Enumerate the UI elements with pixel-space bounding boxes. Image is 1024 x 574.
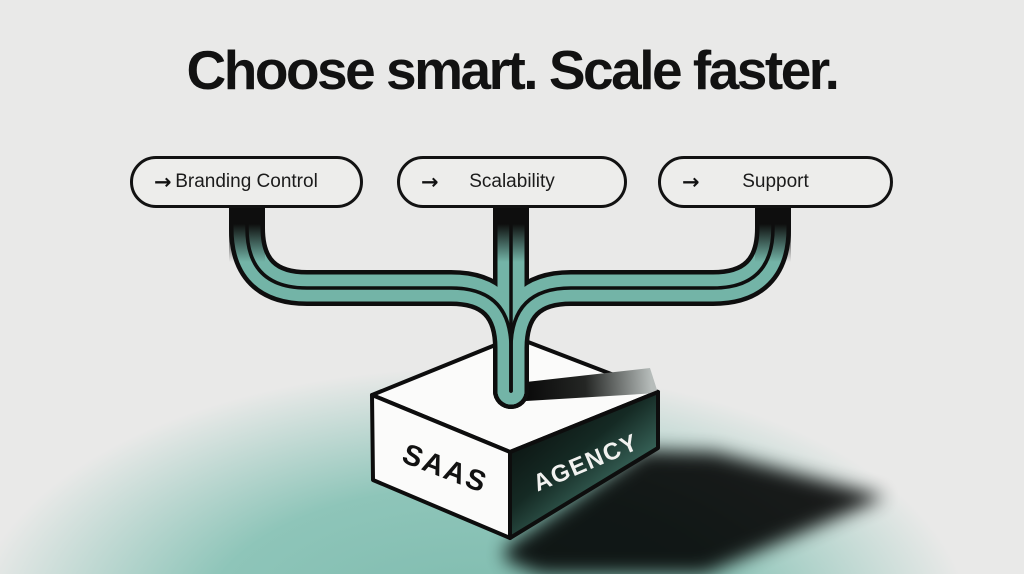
pill-support[interactable]: → Support	[658, 156, 893, 208]
pipe-left-shade	[229, 206, 265, 262]
arrow-right-icon: →	[154, 170, 172, 194]
pill-label: Support	[742, 171, 809, 192]
pipes	[229, 187, 791, 409]
box-top-shadow-stripe	[526, 368, 658, 401]
pill-label: Branding Control	[175, 171, 318, 192]
box-side-face	[508, 390, 660, 540]
pill-scalability[interactable]: → Scalability	[397, 156, 627, 208]
arrow-right-icon: →	[421, 170, 439, 194]
box-cast-shadow	[505, 450, 885, 574]
pipe-center-shade	[493, 206, 529, 262]
pipe-right-shade	[755, 206, 791, 262]
pill-branding-control[interactable]: → Branding Control	[130, 156, 363, 208]
headline: Choose smart. Scale faster.	[186, 39, 840, 101]
pill-label: Scalability	[469, 171, 555, 192]
arrow-right-icon: →	[682, 170, 700, 194]
